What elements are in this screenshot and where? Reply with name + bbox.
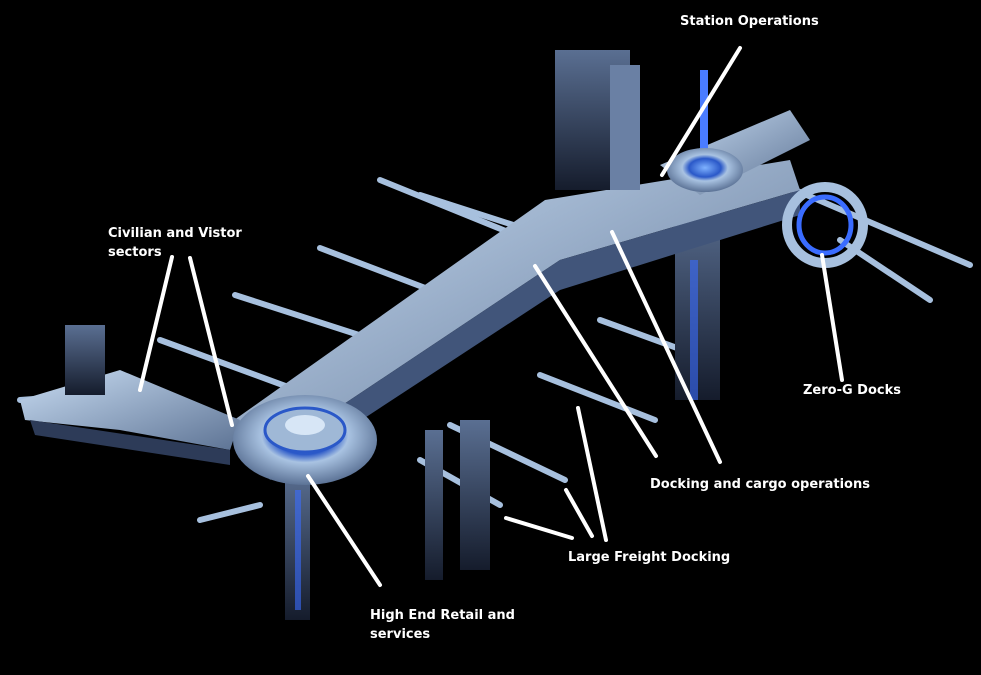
label-high-end-retail: High End Retail and services — [370, 606, 515, 644]
leader-lines — [138, 46, 844, 587]
label-docking-cargo: Docking and cargo operations — [650, 477, 870, 492]
zero-g-ring — [782, 182, 868, 268]
ops-structure — [555, 50, 743, 192]
label-line: High End Retail and — [370, 608, 515, 623]
label-station-operations: Station Operations — [680, 14, 819, 29]
label-line: Civilian and Vistor — [108, 226, 242, 241]
label-zero-g-docks: Zero-G Docks — [803, 383, 901, 398]
label-line: sectors — [108, 245, 162, 260]
label-line: services — [370, 627, 431, 642]
label-large-freight-docking: Large Freight Docking — [568, 550, 731, 565]
retail-hub — [233, 395, 377, 485]
label-civilian-visitor-sectors: Civilian and Vistor sectors — [108, 224, 242, 262]
